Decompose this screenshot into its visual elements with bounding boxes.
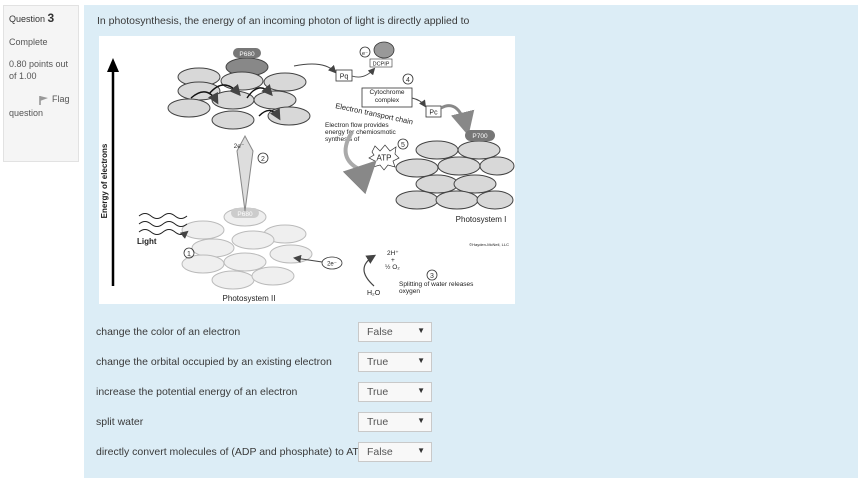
step2-circle	[257, 152, 269, 164]
answer-select[interactable]: True ▼	[358, 382, 432, 402]
answer-select-value: False	[367, 446, 393, 458]
question-state: Complete	[9, 37, 48, 48]
h2o-label: H₂O	[367, 290, 381, 297]
question-label: Question	[9, 14, 46, 24]
flag-suffix: question	[9, 107, 44, 118]
pc-label: Pc	[429, 110, 438, 117]
electron-flow-label: Electron flow provides energy for chemio…	[325, 122, 396, 143]
caret-down-icon: ▼	[417, 326, 425, 335]
photosystem2-excited-cluster	[167, 57, 311, 130]
answer-stem: split water	[96, 416, 144, 428]
question-content: In photosynthesis, the energy of an inco…	[84, 5, 858, 478]
step3-label: 3	[430, 273, 434, 280]
pc-box	[425, 105, 442, 118]
two-h-label: 2H⁺	[387, 250, 399, 257]
answer-row: increase the potential energy of an elec…	[96, 382, 456, 404]
flag-icon	[39, 95, 48, 105]
step4-label: 4	[406, 77, 410, 84]
splitting-label: Splitting of water releases oxygen	[399, 281, 474, 295]
pq-label: Pq	[340, 74, 349, 81]
answer-select[interactable]: False ▼	[358, 442, 432, 462]
step5-label: 5	[401, 142, 405, 149]
question-info-panel: Question 3 Complete 0.80 points out of 1…	[3, 5, 79, 162]
p680-bottom-pill	[231, 208, 259, 218]
caret-down-icon: ▼	[417, 446, 425, 455]
pq-box	[335, 69, 353, 82]
excitation-arrow	[236, 134, 254, 212]
step5-circle	[397, 138, 409, 150]
light-waves	[138, 213, 189, 239]
answer-select-value: False	[367, 326, 393, 338]
answer-select[interactable]: False ▼	[358, 322, 432, 342]
dcpip-label: DCPIP	[373, 62, 390, 68]
answer-row: change the orbital occupied by an existi…	[96, 352, 456, 374]
electron-flow-arrow	[342, 130, 377, 195]
p680-top-text: P680	[239, 51, 255, 58]
caret-down-icon: ▼	[417, 386, 425, 395]
dcpip-icon	[359, 41, 395, 59]
step4-circle	[402, 73, 414, 85]
photosystem1-cluster	[395, 140, 515, 210]
answer-select-value: True	[367, 356, 389, 368]
copyright-label: ©Hayden-McNeil, LLC	[469, 242, 509, 247]
photosystem2-ground-cluster	[181, 207, 313, 290]
answer-select[interactable]: True ▼	[358, 352, 432, 372]
answer-select-value: True	[367, 416, 389, 428]
photosystem1-label: Photosystem I	[456, 215, 507, 224]
atp-label: ATP	[377, 154, 392, 163]
question-points: 0.80 points out of 1.00	[9, 59, 69, 82]
answer-row: change the color of an electron False ▼	[96, 322, 456, 344]
cytochrome-box	[361, 87, 413, 108]
flag-label[interactable]: Flag	[52, 93, 70, 104]
question-text: In photosynthesis, the energy of an inco…	[97, 15, 470, 27]
dcpip-tag	[369, 58, 393, 68]
plus-label: +	[391, 257, 395, 264]
dcpip-electron: e⁻	[362, 51, 368, 57]
energy-axis	[107, 58, 119, 286]
diagram-svg: Energy of electrons P680 P680	[100, 41, 515, 303]
two-e-label-b: 2e⁻	[327, 262, 337, 268]
two-e-label-a: 2e⁻	[234, 143, 245, 150]
water-arrow	[363, 254, 377, 287]
question-number: Question 3	[9, 10, 73, 26]
light-label: Light	[137, 237, 157, 246]
step3-circle	[426, 269, 438, 281]
answer-stem: change the color of an electron	[96, 326, 241, 338]
p680-top-pill	[233, 48, 261, 58]
to-pc-arrow	[411, 97, 426, 108]
energy-axis-label: Energy of electrons	[100, 143, 109, 218]
p700-label: P700	[472, 133, 488, 140]
step2-label: 2	[261, 156, 265, 163]
answer-select[interactable]: True ▼	[358, 412, 432, 432]
answer-stem: directly convert molecules of (ADP and p…	[96, 446, 366, 458]
answer-select-value: True	[367, 386, 389, 398]
to-pq-arrow	[293, 63, 337, 74]
step1-label: 1	[187, 251, 191, 258]
step1-circle	[183, 247, 195, 259]
cytochrome-label: Cytochrome complex	[369, 89, 405, 104]
answer-row: directly convert molecules of (ADP and p…	[96, 442, 456, 464]
two-e-bubble	[321, 256, 343, 270]
flag-question-link[interactable]: Flag	[9, 93, 73, 105]
p700-pill	[465, 130, 495, 141]
half-o2-label: ½ O₂	[385, 263, 400, 271]
answer-row: split water True ▼	[96, 412, 456, 434]
p680-bottom-label: P680	[237, 211, 253, 218]
caret-down-icon: ▼	[417, 356, 425, 365]
photosynthesis-diagram: Energy of electrons P680 P680	[99, 36, 515, 304]
to-dcpip-arrow	[351, 67, 376, 78]
to-p700-arrow	[440, 104, 475, 136]
answer-stem: change the orbital occupied by an existi…	[96, 356, 332, 368]
answer-stem: increase the potential energy of an elec…	[96, 386, 298, 398]
photosystem2-label: Photosystem II	[223, 294, 276, 303]
question-number-value: 3	[47, 11, 55, 25]
caret-down-icon: ▼	[417, 416, 425, 425]
